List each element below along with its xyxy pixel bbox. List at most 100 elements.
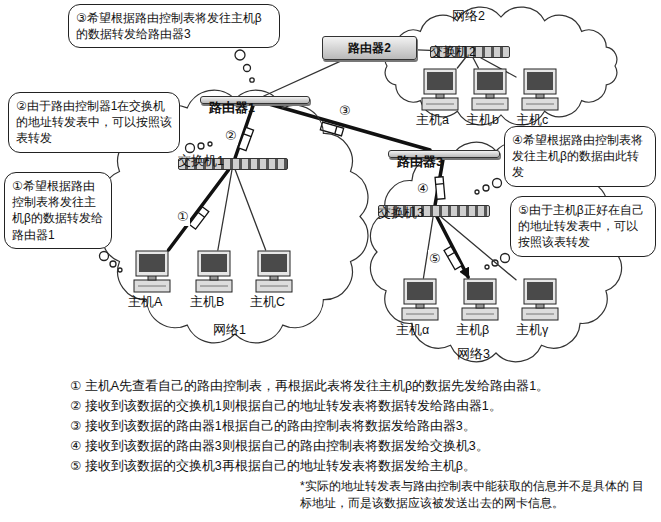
monitor-frame	[136, 251, 168, 276]
callout-number: ④	[416, 180, 430, 198]
bubble-tail	[250, 78, 254, 82]
host-computer: 主机β	[456, 278, 504, 322]
computer-icon	[398, 278, 442, 322]
device-name: 主机C	[250, 294, 285, 311]
monitor-frame	[198, 251, 230, 276]
computer-base	[196, 280, 232, 292]
data-packet	[189, 207, 209, 229]
computer-base	[402, 308, 438, 320]
computer-icon	[130, 250, 174, 294]
bubble-tail	[198, 143, 204, 149]
monitor-screen	[467, 282, 493, 300]
network-name: 网络2	[452, 8, 485, 25]
network-cable	[417, 49, 430, 51]
device-name: 主机a	[416, 112, 449, 129]
drive-slot	[526, 314, 554, 315]
computer-base	[462, 308, 498, 320]
monitor-frame	[524, 279, 556, 304]
callout-number: ③	[338, 102, 352, 120]
drive-slot	[426, 104, 454, 105]
monitor-screen	[427, 72, 453, 90]
bubble-tail	[110, 261, 116, 267]
bubble-tail	[118, 268, 122, 272]
computer-base	[134, 280, 170, 292]
callout-text: ②由于路由控制器1在交换机的地址转发表中，可以按照该表转发	[16, 98, 172, 147]
step-text: ④ 接收到该数据的路由器3则根据自己的路由控制表将数据发给交换机3。	[70, 438, 630, 456]
step-text: ① 主机A先查看自己的路由控制表，再根据此表将发往主机β的数据先发给路由器1。	[70, 378, 630, 396]
switch-box: 交换机2	[430, 46, 510, 58]
network-cable	[264, 60, 343, 96]
thought-bubble: ④希望根据路由控制表将发往主机β的数据由此转发	[504, 126, 656, 187]
bubble-tail	[475, 190, 479, 194]
computer-icon	[458, 278, 502, 322]
computer-icon	[252, 250, 296, 294]
callout-text: ④希望根据路由控制表将发往主机β的数据由此转发	[512, 132, 648, 181]
cloud-outline	[372, 2, 630, 130]
monitor-frame	[258, 251, 290, 276]
drive-slot	[260, 286, 288, 287]
network-name: 网络3	[457, 346, 490, 363]
cloud-outline	[385, 7, 617, 125]
monitor-frame	[474, 69, 506, 94]
monitor-screen	[201, 254, 227, 272]
callout-text: ⑤由于主机β正好在自己的地址转发表中，可以按照该表转发	[518, 202, 648, 251]
data-packet	[238, 127, 253, 150]
callout-text: ③希望根据路由控制表将发往主机β的数据转发给路由器3	[76, 10, 272, 42]
host-computer: 主机C	[250, 250, 298, 294]
device-name: 主机A	[128, 294, 162, 311]
drive-slot	[466, 314, 494, 315]
monitor-frame	[524, 69, 556, 94]
network-cable	[457, 58, 465, 68]
computer-base	[472, 98, 508, 110]
bubble-tail	[483, 185, 489, 191]
data-packet	[198, 212, 204, 217]
monitor-frame	[464, 279, 496, 304]
switch-box: 交换机3	[378, 205, 490, 217]
bubble-tail	[485, 265, 489, 269]
step-text: ⑤ 接收到该数据的交换机3再根据自己的地址转发表将数据发给主机β。	[70, 458, 630, 476]
switch-box: 交换机1	[178, 158, 288, 170]
host-computer: 主机α	[396, 278, 444, 322]
device-name: 主机α	[396, 322, 429, 339]
data-packet	[436, 183, 444, 185]
thought-bubble: ②由于路由控制器1在交换机的地址转发表中，可以按照该表转发	[8, 92, 180, 153]
network-cable	[473, 58, 478, 68]
monitor-screen	[477, 72, 503, 90]
callout-number: ⑤	[428, 250, 442, 268]
network-cloud: 网络2 交换机2 主机a 主机b主机c	[372, 2, 630, 130]
monitor-screen	[407, 282, 433, 300]
device-name: 路由器3	[397, 154, 443, 171]
monitor-screen	[139, 254, 165, 272]
thought-bubble: ⑤由于主机β正好在自己的地址转发表中，可以按照该表转发	[510, 196, 656, 257]
network-cable	[423, 217, 433, 278]
bubble-tail	[493, 179, 502, 188]
device-name: 路由器2	[331, 40, 408, 56]
computer-base	[256, 280, 292, 292]
host-computer: 主机c	[516, 68, 564, 112]
computer-icon	[518, 278, 562, 322]
host-computer: 主机b	[466, 68, 514, 112]
network-cable	[441, 217, 516, 280]
cloud-outline	[102, 90, 368, 343]
drive-slot	[138, 286, 166, 287]
device-name: 交换机1	[178, 153, 224, 170]
computer-base	[422, 98, 458, 110]
bubble-tail	[244, 65, 251, 72]
footnote: *实际的地址转发表与路由控制表中能获取的信息并不是具体的 目标地址，而是该数据应…	[300, 478, 652, 512]
device-name: 路由器1	[209, 100, 255, 117]
drive-slot	[476, 104, 504, 105]
monitor-screen	[527, 72, 553, 90]
monitor-frame	[424, 69, 456, 94]
data-packet	[244, 134, 252, 137]
step-text: ② 接收到该数据的交换机1则根据自己的地址转发表将数据转发给路由器1。	[70, 398, 630, 416]
drive-slot	[200, 286, 228, 287]
computer-icon	[468, 68, 512, 112]
network-name: 网络1	[213, 322, 246, 339]
monitor-screen	[261, 254, 287, 272]
router-box: 路由器2	[322, 36, 417, 60]
bubble-tail	[186, 144, 195, 153]
router-box: 路由器1	[200, 96, 310, 104]
bubble-tail	[501, 254, 510, 263]
network-cable	[235, 170, 265, 250]
